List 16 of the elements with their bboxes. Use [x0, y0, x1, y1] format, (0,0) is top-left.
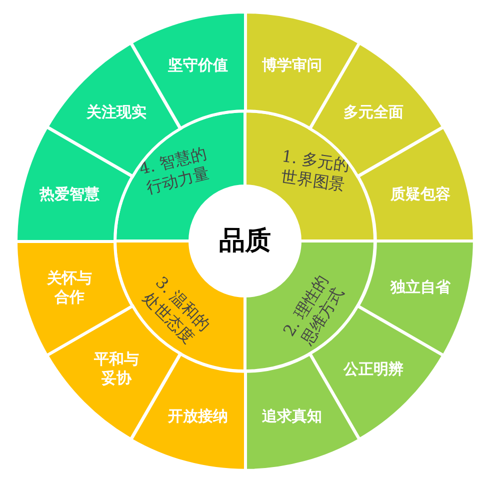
sector-label: 多元全面: [342, 103, 404, 122]
quadrant-label: 4. 智慧的行动力量: [136, 142, 212, 200]
sector-label: 平和与妥协: [93, 350, 140, 388]
sector-label: 公正明辨: [342, 360, 404, 379]
sector-label: 热爱智慧: [38, 184, 101, 204]
sector-label: 关怀与合作: [46, 268, 94, 306]
center-title: 品质: [219, 224, 271, 257]
sector-label: 独立自省: [389, 278, 452, 298]
quadrant-label: 3. 温和的处世态度: [138, 271, 215, 349]
sector-label: 开放接纳: [166, 406, 230, 426]
sector-label: 质疑包容: [389, 184, 452, 204]
sector-label: 追求真知: [260, 406, 323, 426]
sector-label: 关注现实: [85, 103, 148, 122]
quadrant-label: 2. 理性的思维方式: [278, 270, 349, 350]
sector-label: 坚守价值: [167, 56, 230, 75]
sector-label: 博学审问: [260, 56, 323, 75]
